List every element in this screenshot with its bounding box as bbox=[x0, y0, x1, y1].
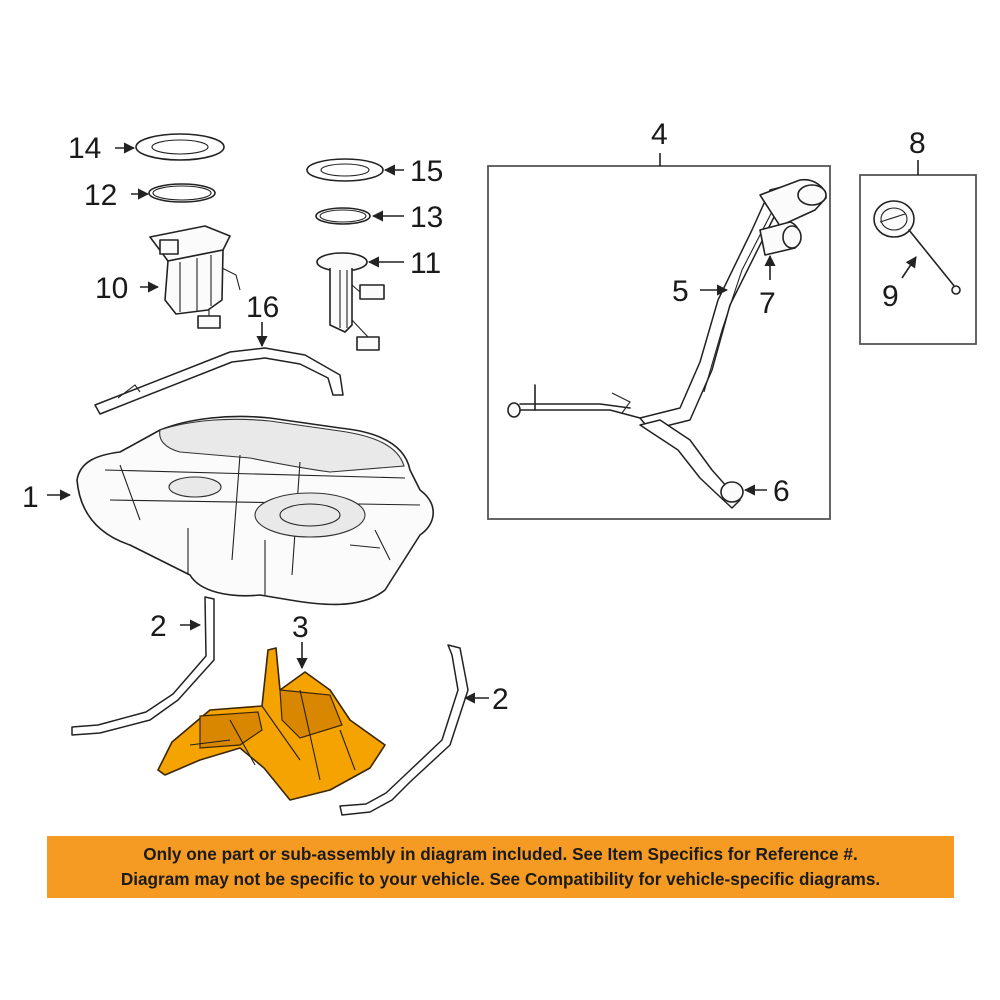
fuel-tank-1 bbox=[76, 415, 434, 606]
fuel-cap-box-8 bbox=[859, 174, 977, 345]
callout-15: 15 bbox=[410, 155, 443, 188]
gasket-14 bbox=[135, 133, 225, 161]
filler-pipe-box-4 bbox=[487, 165, 831, 520]
callout-7: 7 bbox=[759, 287, 776, 320]
callout-3: 3 bbox=[292, 611, 309, 644]
callout-2-right: 2 bbox=[492, 683, 509, 716]
disclaimer-line-1: Only one part or sub-assembly in diagram… bbox=[143, 844, 858, 864]
tank-strap-right-2 bbox=[339, 644, 469, 816]
callout-8: 8 bbox=[909, 127, 926, 160]
callout-1: 1 bbox=[22, 481, 39, 514]
callout-9: 9 bbox=[882, 280, 899, 313]
seal-ring-12 bbox=[148, 183, 216, 203]
callout-11: 11 bbox=[410, 247, 441, 280]
leader-lines bbox=[47, 142, 919, 704]
seal-ring-13 bbox=[315, 207, 371, 225]
callout-10: 10 bbox=[95, 272, 128, 305]
disclaimer-banner: Only one part or sub-assembly in diagram… bbox=[47, 836, 954, 898]
heat-shield-3 bbox=[157, 647, 386, 801]
callout-14: 14 bbox=[68, 132, 101, 165]
fuel-pump-module-10 bbox=[149, 225, 241, 329]
disclaimer-line-2: Diagram may not be specific to your vehi… bbox=[120, 869, 881, 889]
callout-13: 13 bbox=[410, 201, 443, 234]
callout-4: 4 bbox=[651, 118, 668, 151]
fuel-level-sender-11 bbox=[316, 252, 385, 351]
callout-labels: 14 12 10 15 13 11 16 1 2 3 2 4 5 7 6 8 9 bbox=[22, 118, 926, 716]
callout-16: 16 bbox=[246, 291, 279, 324]
callout-6: 6 bbox=[773, 475, 790, 508]
callout-5: 5 bbox=[672, 275, 689, 308]
vapor-line-16 bbox=[94, 347, 344, 415]
callout-2-left: 2 bbox=[150, 610, 167, 643]
tank-strap-left-2 bbox=[71, 596, 215, 736]
gasket-15 bbox=[306, 158, 384, 182]
callout-12: 12 bbox=[84, 179, 117, 212]
